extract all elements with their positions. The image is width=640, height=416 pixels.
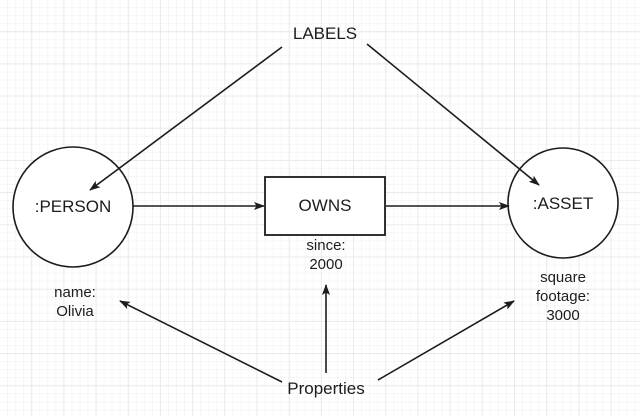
edge-properties-to-person-property (119, 300, 283, 383)
edge-properties-to-asset-property (377, 300, 515, 381)
relationship-owns-label: OWNS (298, 196, 352, 215)
person-property-name-line-1: name: (54, 284, 96, 301)
edge-labels-to-asset (366, 43, 540, 186)
owns-property-since-line-2: 2000 (309, 256, 343, 273)
owns-property-since-line-1: since: (306, 237, 346, 254)
node-person-circle[interactable] (12, 146, 134, 268)
asset-property-footage-line-3: 3000 (546, 307, 580, 324)
node-asset-label: :ASSET (532, 194, 594, 213)
labels-annotation-text: LABELS (292, 24, 358, 43)
asset-property-footage-line-1: square (540, 269, 586, 286)
asset-property-footage-line-2: footage: (535, 288, 591, 305)
person-property-name-line-2: Olivia (56, 303, 94, 320)
edge-labels-to-person (89, 46, 283, 191)
relationship-owns-rect[interactable] (264, 176, 386, 236)
node-person-label: :PERSON (34, 197, 112, 216)
properties-annotation-text: Properties (287, 379, 365, 398)
